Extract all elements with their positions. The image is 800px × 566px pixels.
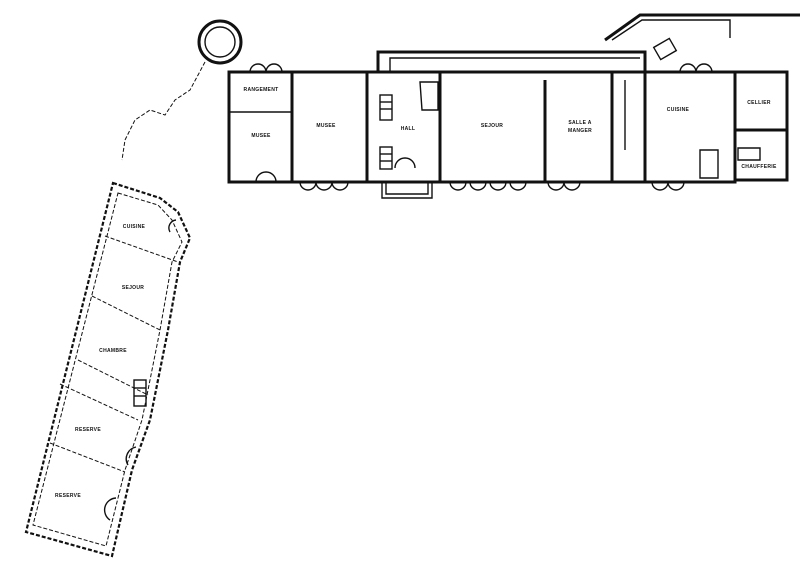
room-label-musee: MUSEE bbox=[251, 133, 271, 139]
wing-building: CUISINE SEJOUR CHAMBRE RESERVE RESERVE bbox=[24, 181, 192, 558]
room-label-salle-a-manger-2: MANGER bbox=[568, 128, 592, 134]
wing-label-chambre: CHAMBRE bbox=[99, 348, 127, 354]
wing-label-reserve: RESERVE bbox=[55, 493, 81, 499]
wing-label-cuisine: CUISINE bbox=[123, 224, 146, 230]
room-label-cuisine: CUISINE bbox=[667, 107, 690, 113]
garden-path bbox=[121, 61, 206, 161]
main-building: RANGEMENT MUSEE MUSEE HALL SEJOUR SALLE … bbox=[227, 50, 789, 199]
room-label-salle-a-manger: SALLE A bbox=[568, 120, 591, 126]
room-label-musee: MUSEE bbox=[316, 123, 336, 129]
terrace-inner bbox=[611, 19, 731, 41]
room-label-chaufferie: CHAUFFERIE bbox=[741, 164, 777, 170]
room-label-sejour: SEJOUR bbox=[481, 123, 503, 129]
wing-label-reserve: RESERVE bbox=[75, 427, 101, 433]
tower bbox=[197, 19, 243, 65]
terrace-wall bbox=[604, 13, 800, 42]
wing-label-sejour: SEJOUR bbox=[122, 285, 144, 291]
stair-landing bbox=[652, 37, 678, 61]
room-label-hall: HALL bbox=[401, 126, 416, 132]
room-label-rangement: RANGEMENT bbox=[244, 87, 279, 93]
room-label-cellier: CELLIER bbox=[747, 100, 771, 106]
